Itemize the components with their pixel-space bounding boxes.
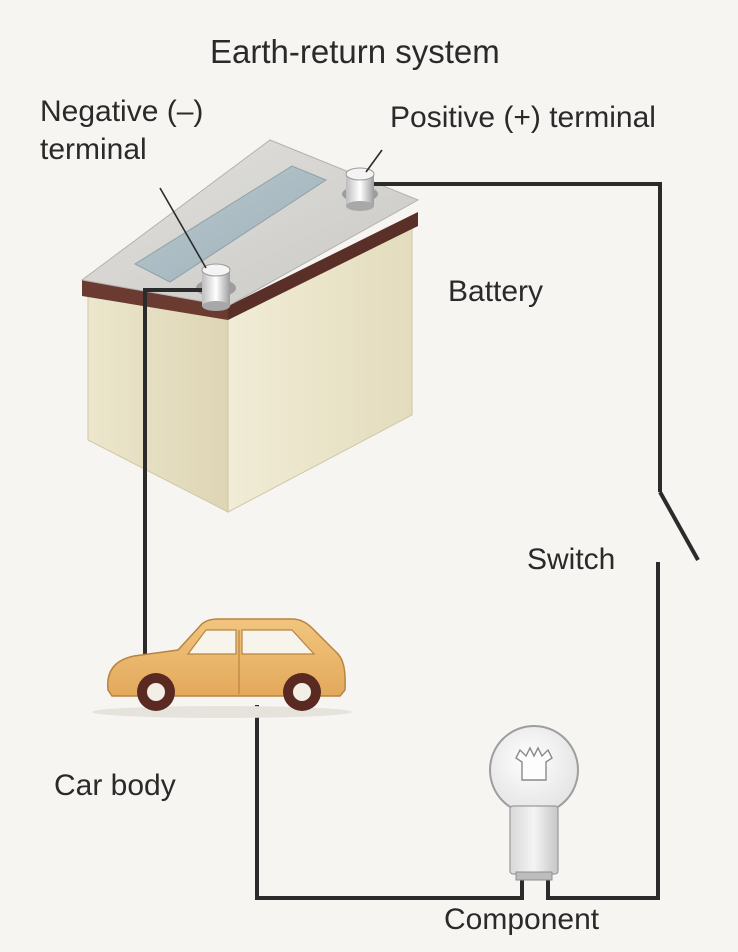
positive-terminal-leader <box>365 149 383 173</box>
component-label: Component <box>444 903 600 936</box>
battery <box>80 139 420 513</box>
car-window-rear <box>241 629 316 655</box>
battery-front-face <box>87 295 229 513</box>
car-wheel-front <box>137 673 175 711</box>
switch-label: Switch <box>527 543 616 576</box>
positive-terminal-label: Positive (+) terminal <box>390 101 656 134</box>
negative-wire <box>143 288 202 660</box>
bulb-filament <box>515 746 553 781</box>
car-body-icon <box>92 618 352 718</box>
battery-label: Battery <box>448 275 544 308</box>
car-wheel-rear <box>283 673 321 711</box>
negative-terminal-leader <box>159 187 207 269</box>
positive-terminal-post <box>342 167 378 211</box>
battery-rim-right <box>228 212 418 320</box>
battery-lid-strip <box>133 165 328 283</box>
positive-wire <box>374 182 662 492</box>
switch-blade <box>658 491 700 561</box>
negative-terminal-post <box>196 263 236 311</box>
negative-terminal-label-line2: terminal <box>40 133 147 166</box>
circuit-wires <box>143 182 700 900</box>
battery-rim-front <box>82 280 228 320</box>
diagram-title: Earth-return system <box>210 33 500 70</box>
bulb-base <box>509 805 559 875</box>
car-body-label: Car body <box>54 769 176 802</box>
switch-to-component-wire <box>546 562 660 900</box>
component-to-car-wire <box>255 705 524 900</box>
car-window-front <box>186 629 237 655</box>
negative-terminal-label-line1: Negative (–) <box>40 95 204 128</box>
bulb-component-icon <box>489 725 579 881</box>
